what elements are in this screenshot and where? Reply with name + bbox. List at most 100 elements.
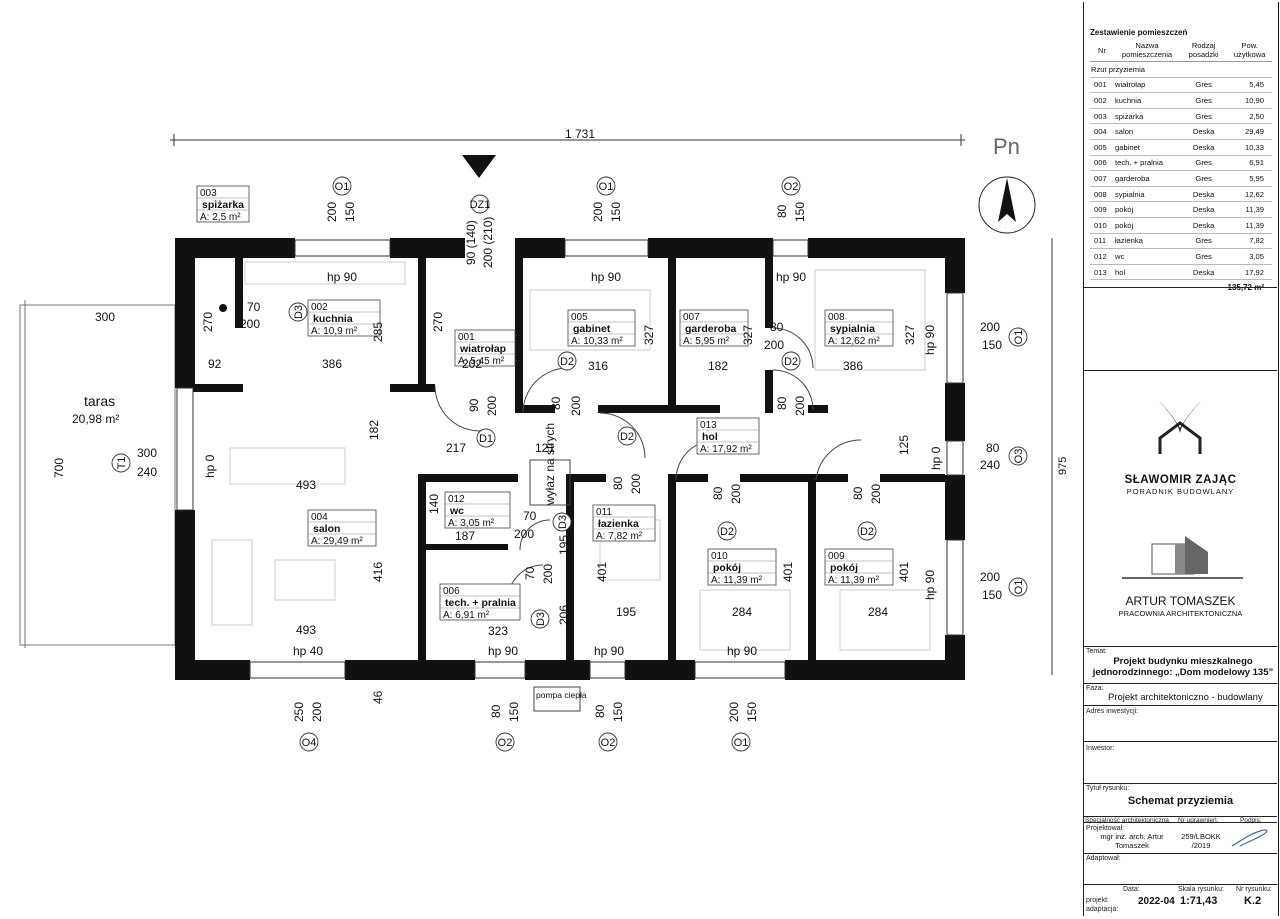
projekt-label: projekt: bbox=[1086, 897, 1109, 904]
row-nr: 009 bbox=[1090, 201, 1114, 218]
row-floor: Gres bbox=[1180, 77, 1228, 94]
brand2-name: ARTUR TOMASZEK bbox=[1125, 594, 1236, 608]
room-number: 001 bbox=[458, 332, 475, 343]
dimensions: 300 700 270 285 92 386 270 202 316 327 1… bbox=[52, 310, 917, 704]
tag-text: O1 bbox=[734, 737, 749, 749]
rule bbox=[1084, 853, 1277, 854]
tag-circle bbox=[1008, 446, 1028, 466]
tag-text: D3 bbox=[293, 305, 305, 319]
dim-92: 92 bbox=[208, 357, 222, 371]
rule bbox=[1084, 741, 1277, 742]
tag-O3: O3 bbox=[1008, 446, 1028, 466]
room-schedule-section: Rzut przyziemia bbox=[1090, 61, 1272, 78]
tag-text: D2 bbox=[860, 526, 874, 538]
door-dim: 80 bbox=[711, 486, 725, 500]
dim-327-sypialnia: 327 bbox=[903, 325, 917, 345]
win-dim: 300 bbox=[137, 446, 157, 460]
room-area: A: 7,82 m² bbox=[596, 531, 643, 542]
win-dim: 150 bbox=[609, 202, 623, 222]
tomaszek-logo-icon bbox=[1122, 536, 1243, 579]
entrance-arrow-icon bbox=[462, 155, 496, 178]
win-dim: 80 bbox=[986, 441, 1000, 455]
tag-text: O1 bbox=[1013, 580, 1025, 595]
room-label-box bbox=[196, 185, 250, 223]
dim-386-kuchnia: 386 bbox=[322, 357, 342, 371]
door-dim: 200 bbox=[485, 396, 499, 416]
dim-195-lazienka: 195 bbox=[616, 605, 636, 619]
door-dim: 200 bbox=[629, 474, 643, 494]
room-name: hol bbox=[702, 431, 718, 443]
dim-200-wc: 200 bbox=[514, 527, 534, 541]
room-number: 012 bbox=[448, 494, 465, 505]
tag-O2: O2 bbox=[598, 732, 618, 752]
room-area: A: 10,9 m² bbox=[311, 326, 358, 337]
nr-value: K.2 bbox=[1244, 895, 1262, 907]
room-schedule: Zestawienie pomieszczeń Nr Nazwa pomiesz… bbox=[1090, 28, 1272, 292]
row-name: pokój bbox=[1114, 201, 1180, 218]
upr-value: 259/LBOKK /2019 bbox=[1181, 832, 1221, 850]
rule bbox=[1084, 816, 1277, 817]
hp-garderoba: hp 90 bbox=[776, 270, 806, 284]
faza-value: Projekt architektoniczno - budowlany bbox=[1108, 692, 1263, 703]
brand1-name: SŁAWOMIR ZAJĄC bbox=[1124, 474, 1237, 486]
win-dim: 150 bbox=[982, 588, 1002, 602]
tag-text: O1 bbox=[335, 181, 350, 193]
rule bbox=[1084, 683, 1277, 684]
orientation-label: Pn bbox=[993, 134, 1020, 159]
dim-46: 46 bbox=[371, 690, 385, 704]
row-area: 10,33 bbox=[1227, 139, 1272, 156]
row-floor: Deska bbox=[1180, 123, 1228, 140]
door-dim: 200 bbox=[764, 338, 784, 352]
spec-label: Specjalność architektoniczna bbox=[1085, 817, 1169, 824]
room-schedule-title: Zestawienie pomieszczeń bbox=[1090, 28, 1188, 37]
row-area: 5,45 bbox=[1227, 77, 1272, 94]
tag-circle bbox=[299, 732, 319, 752]
room-name: łazienka bbox=[598, 518, 639, 530]
dim-493-top: 493 bbox=[296, 478, 316, 492]
tag-circle bbox=[552, 512, 572, 532]
tag-circle bbox=[470, 194, 490, 214]
dim-284-pokoj009: 284 bbox=[868, 605, 888, 619]
col-name: Nazwa pomieszczenia bbox=[1114, 41, 1180, 62]
inner-walls bbox=[193, 258, 945, 664]
dim-401-pokoj009: 401 bbox=[897, 562, 911, 582]
row-nr: 013 bbox=[1090, 264, 1114, 281]
tag-D2: D2 bbox=[617, 426, 637, 446]
room-label-box bbox=[679, 309, 749, 347]
tag-circle bbox=[617, 426, 637, 446]
room-area: A: 3,05 m² bbox=[448, 518, 495, 529]
rule bbox=[1084, 287, 1277, 288]
tag-text: T1 bbox=[116, 457, 128, 470]
attic-hatch-text: wyłaz na strych bbox=[543, 423, 557, 506]
dim-140: 140 bbox=[427, 494, 441, 514]
row-area: 7,82 bbox=[1227, 233, 1272, 250]
room-number: 008 bbox=[828, 312, 845, 323]
sill-heights: hp 90 hp 90 hp 90 hp 90 hp 0 hp 0 hp 90 … bbox=[203, 270, 943, 658]
room-number: 013 bbox=[700, 420, 717, 431]
rule bbox=[1084, 370, 1277, 371]
window-dimensions: 200 150 200 150 80 150 90 (140) 200 (210… bbox=[137, 202, 1002, 722]
rule bbox=[1084, 822, 1277, 823]
hp-hol: hp 0 bbox=[929, 446, 943, 470]
room-number: 004 bbox=[311, 512, 328, 523]
door-dim: 80 bbox=[775, 396, 789, 410]
heat-pump bbox=[533, 686, 581, 712]
tag-D2: D2 bbox=[857, 521, 877, 541]
rule bbox=[1084, 783, 1277, 784]
attic-hatch-label: wyłaz na strych bbox=[543, 423, 557, 506]
row-nr: 002 bbox=[1090, 92, 1114, 109]
tag-O2: O2 bbox=[495, 732, 515, 752]
tag-circle bbox=[857, 521, 877, 541]
dim-700-taras: 700 bbox=[52, 458, 66, 478]
furniture bbox=[211, 261, 931, 651]
overall-height-label: 975 bbox=[1057, 457, 1069, 475]
tag-text: O3 bbox=[1013, 449, 1025, 464]
